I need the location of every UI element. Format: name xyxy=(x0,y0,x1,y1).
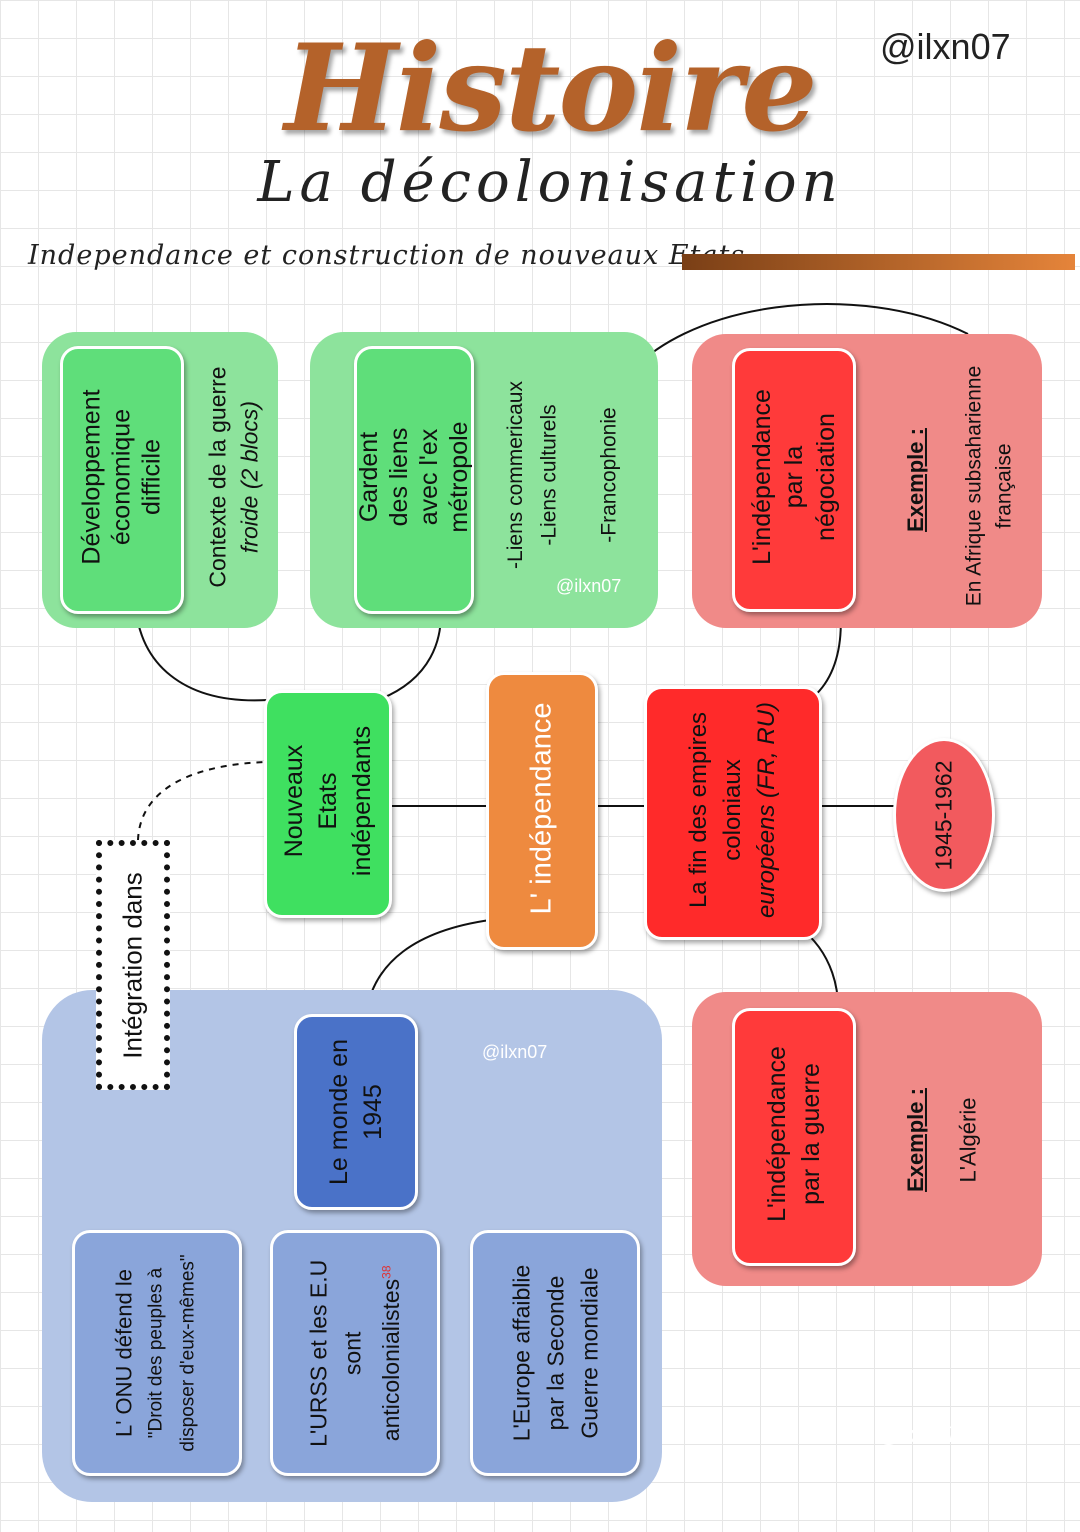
card-independence-label: L' indépendance xyxy=(525,702,558,914)
item-francophonie: -Francophonie xyxy=(598,407,622,543)
card-development xyxy=(60,346,184,614)
author-handle: @ilxn07 xyxy=(880,26,1011,67)
card-war xyxy=(732,1008,856,1266)
integration-label: Intégration dans xyxy=(117,871,148,1059)
integration-box xyxy=(96,840,170,1090)
card-end-empires xyxy=(644,686,822,940)
dates-oval xyxy=(893,738,995,892)
dates-label: 1945-1962 xyxy=(930,760,957,870)
card-links-label: Gardent des liens avec l'ex métropole xyxy=(355,421,473,533)
card-negotiation-label: L'indépendance par la négociation xyxy=(748,389,840,565)
section-title: Independance et construction de nouveaux… xyxy=(28,240,746,271)
example-negotiation: En Afrique subsaharienne française xyxy=(962,365,1016,607)
card-development-label: Développement économique difficile xyxy=(78,389,166,565)
card-war-label: L'indépendance par la guerre xyxy=(763,1046,825,1222)
example-war: L'Algérie xyxy=(955,1097,981,1183)
card-new-states-label: Nouveaux Etats indépendants xyxy=(280,725,377,877)
page-subtitle: La décolonisation xyxy=(257,150,843,215)
card-independence xyxy=(486,672,598,950)
card-urss-eu xyxy=(270,1230,440,1476)
item-cultural-links: -Liens culturels xyxy=(538,404,562,546)
cold-war-context-note: Contexte de la guerre froide (2 blocs) xyxy=(205,366,264,588)
footnote-marker: 38 xyxy=(379,1265,394,1279)
watermark-handle: @ilxn07 xyxy=(556,576,622,596)
card-new-states xyxy=(264,690,392,918)
watermark-handle: @ilxn07 xyxy=(482,1042,548,1062)
card-onu xyxy=(72,1230,242,1476)
arrow-integration-to-new-states xyxy=(137,761,266,841)
card-onu-label: L' ONU défend le "Droit des peuples à di… xyxy=(112,1254,200,1452)
card-end-empires-label: La fin des empires coloniaux européens (… xyxy=(685,701,781,919)
card-negotiation xyxy=(732,348,856,612)
page-title: Histoire xyxy=(284,18,817,159)
card-world-1945 xyxy=(294,1014,418,1210)
example-label-war: Exemple : xyxy=(903,1088,928,1192)
card-urss-eu-label: L'URSS et les E.U sont anticolonialistes… xyxy=(305,1259,405,1447)
card-europe-label: L'Europe affaiblie par la Seconde Guerre… xyxy=(508,1264,603,1442)
section-underline-bar xyxy=(682,254,1075,270)
card-europe xyxy=(470,1230,640,1476)
card-links xyxy=(354,346,474,614)
example-label-negotiation: Exemple : xyxy=(903,428,928,532)
card-world-1945-label: Le monde en 1945 xyxy=(325,1039,388,1185)
watermark-handle: @ilxn07 xyxy=(878,1422,958,1447)
